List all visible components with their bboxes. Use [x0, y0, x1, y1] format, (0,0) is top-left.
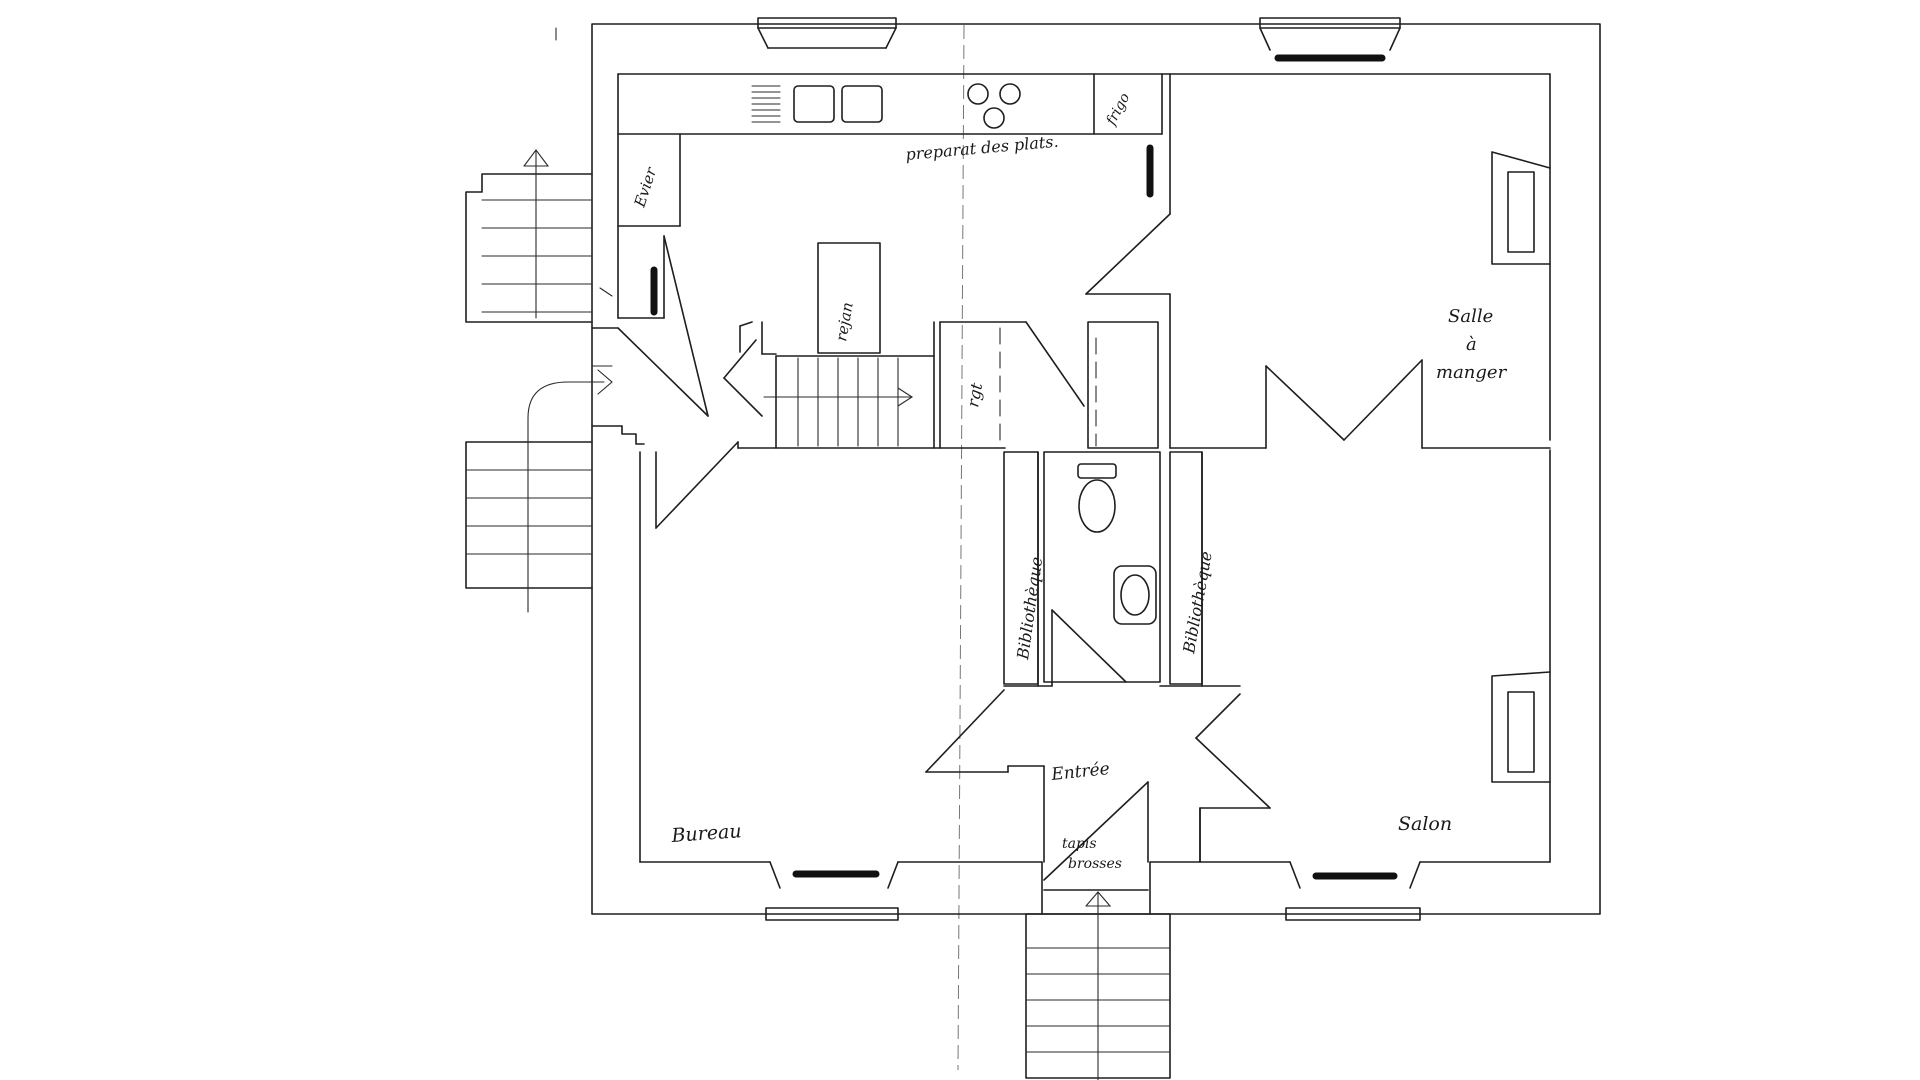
kitchen-counter [617, 73, 1163, 227]
kitchen-dining-partition [1085, 73, 1171, 449]
chimney-salon [1491, 671, 1551, 783]
corridor-doors [591, 235, 1006, 529]
label-bibliotheque-left: Bibliothèque [1013, 556, 1046, 662]
rejan-cabinet [817, 242, 881, 354]
label-rejan: rejan [832, 301, 857, 343]
rgt-closet [939, 321, 1085, 449]
window-dining-top [1259, 17, 1401, 62]
label-rgt: rgt [963, 381, 986, 409]
label-brosses: brosses [1068, 856, 1122, 872]
sink-icon [751, 85, 883, 123]
sink-wc-icon [1113, 565, 1157, 625]
outer-walls [591, 23, 1601, 915]
label-entree: Entrée [1049, 759, 1110, 785]
front-steps [1025, 891, 1171, 1080]
window-bureau-bottom [765, 861, 899, 921]
wc-block [1043, 321, 1161, 683]
window-kitchen-top [757, 17, 897, 49]
label-bureau: Bureau [670, 820, 742, 847]
label-frigo: frigo [1103, 91, 1133, 129]
label-tapis: tapis [1062, 836, 1097, 852]
window-salon-bottom [1285, 861, 1421, 921]
bibliotheque-left-shelf [1003, 451, 1039, 687]
exterior-stairs-left-upper [465, 149, 613, 323]
stove-burners-icon [967, 83, 1021, 129]
label-evier: Evier [630, 165, 660, 211]
toilet-icon [1077, 463, 1117, 533]
chimney-dining [1491, 151, 1551, 265]
label-bibliotheque-right: Bibliothèque [1179, 550, 1216, 656]
paper-fold-line [957, 24, 965, 1071]
label-manger: manger [1436, 362, 1508, 383]
dining-salon-wall [1169, 359, 1551, 449]
label-prep: preparat des plats. [905, 132, 1060, 164]
exterior-stairs-left-lower [465, 365, 613, 613]
interior-stairs [761, 321, 935, 449]
label-a: à [1466, 334, 1477, 355]
label-salon: Salon [1398, 813, 1452, 835]
label-salle: Salle [1448, 306, 1493, 327]
bibliotheque-right-shelf [1169, 451, 1203, 687]
